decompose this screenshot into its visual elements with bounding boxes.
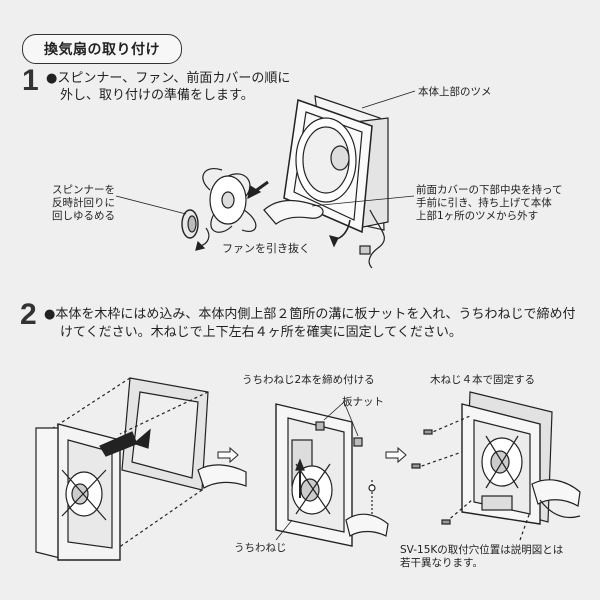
callout-spinner-line3: 回しゆるめる — [52, 210, 115, 222]
step2-wood-screw-illustration — [411, 391, 581, 541]
callout-wood-screw: 木ねじ４本で固定する — [430, 374, 535, 386]
callout-note-line2: 若干異なります。 — [400, 557, 483, 569]
step2-text-line2: けてください。木ねじで上下左右４ヶ所を確実に固定してください。 — [60, 325, 462, 340]
step2-frame-illustration — [35, 377, 247, 561]
step2-text-line1: ●本体を木枠にはめ込み、本体内側上部２箇所の溝に板ナットを入れ、うちわねじで締め… — [44, 307, 576, 322]
step2-sequence-arrows — [217, 446, 407, 464]
callout-spinner-line2: 反時計回りに — [52, 197, 115, 209]
section-title: 換気扇の取り付け — [22, 34, 182, 64]
callout-front-cover-line3: 上部1ヶ所のツメから外す — [416, 210, 539, 222]
step1-fan-unit-illustration — [115, 90, 416, 269]
step2-number: 2 — [20, 298, 37, 331]
callout-fan: ファンを引き抜く — [222, 242, 310, 255]
step2-tighten-illustration — [275, 401, 389, 547]
callout-note: SV-15Kの取付穴位置は説明図とは 若干異なります。 — [400, 544, 563, 570]
callout-front-cover: 前面カバーの下部中央を持って 手前に引き、持ち上げて本体 上部1ヶ所のツメから外… — [416, 184, 562, 223]
callout-tighten: うちわねじ2本を締め付ける — [242, 374, 375, 386]
step1-text-line1: ●スピンナー、ファン、前面カバーの順に — [46, 71, 291, 86]
step1-number: 1 — [22, 64, 39, 97]
callout-note-line1: SV-15Kの取付穴位置は説明図とは — [400, 544, 564, 556]
callout-top-hook: 本体上部のツメ — [418, 86, 492, 98]
callout-plate-nut: 板ナット — [342, 396, 384, 408]
callout-spinner-line1: スピンナーを — [52, 184, 115, 196]
callout-front-cover-line1: 前面カバーの下部中央を持って — [416, 184, 563, 196]
callout-front-cover-line2: 手前に引き、持ち上げて本体 — [416, 197, 552, 209]
callout-spinner: スピンナーを 反時計回りに 回しゆるめる — [52, 184, 115, 223]
step1-text-line2: 外し、取り付けの準備をします。 — [60, 88, 254, 103]
callout-screw: うちわねじ — [234, 542, 287, 554]
